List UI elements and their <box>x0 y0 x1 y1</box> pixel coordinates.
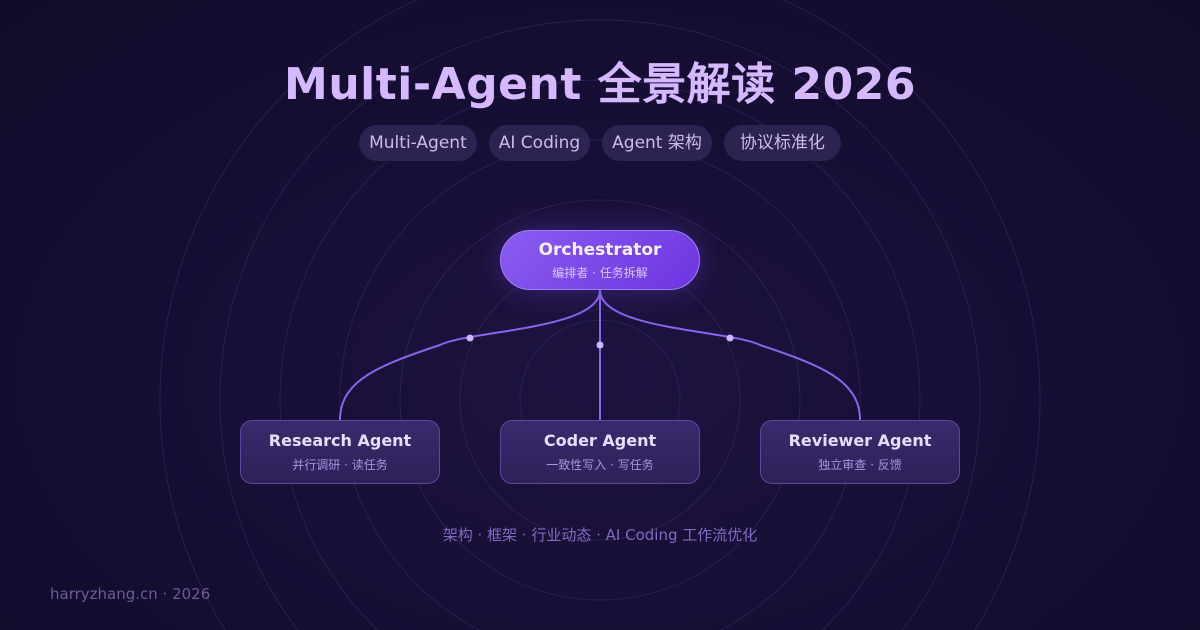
research-agent-node: Research Agent 并行调研 · 读任务 <box>240 420 440 484</box>
tag-list: Multi-Agent AI Coding Agent 架构 协议标准化 <box>0 125 1200 161</box>
orchestrator-node: Orchestrator 编排者 · 任务拆解 <box>500 230 700 290</box>
tag-multi-agent[interactable]: Multi-Agent <box>359 125 477 161</box>
reviewer-agent-subtitle: 独立审查 · 反馈 <box>818 458 902 472</box>
research-agent-title: Research Agent <box>268 431 412 450</box>
orchestrator-subtitle: 编排者 · 任务拆解 <box>552 265 648 280</box>
tag-protocol-standardization[interactable]: 协议标准化 <box>723 125 841 161</box>
tag-ai-coding[interactable]: AI Coding <box>488 125 591 161</box>
topics-subtitle: 架构 · 框架 · 行业动态 · AI Coding 工作流优化 <box>442 526 758 544</box>
reviewer-agent-node: Reviewer Agent 独立审查 · 反馈 <box>760 420 960 484</box>
orchestrator-title: Orchestrator <box>538 239 662 260</box>
coder-agent-title: Coder Agent <box>543 431 657 450</box>
connector-lines <box>339 289 861 421</box>
connector-dots <box>466 334 734 349</box>
research-agent-subtitle: 并行调研 · 读任务 <box>292 458 388 472</box>
reviewer-agent-title: Reviewer Agent <box>788 431 932 450</box>
coder-agent-subtitle: 一致性写入 · 写任务 <box>546 458 654 472</box>
tag-agent-architecture[interactable]: Agent 架构 <box>602 125 712 161</box>
coder-agent-node: Coder Agent 一致性写入 · 写任务 <box>500 420 700 484</box>
footer-credit: harryzhang.cn · 2026 <box>50 585 211 603</box>
page-title: Multi-Agent 全景解读 2026 <box>284 59 916 110</box>
